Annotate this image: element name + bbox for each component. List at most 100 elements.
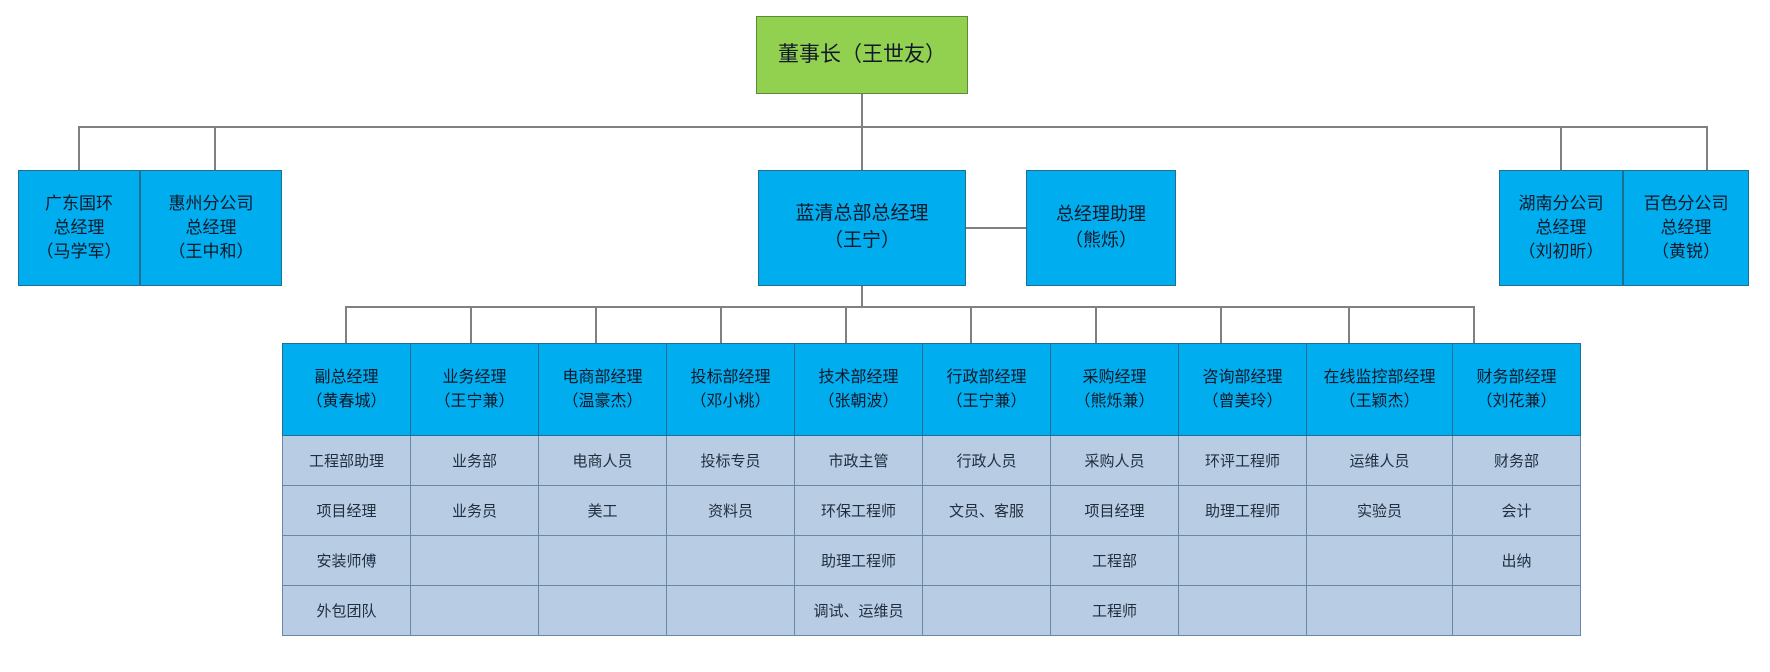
dept-header-online-monitoring[interactable]: 在线监控部经理 （王颖杰） <box>1306 343 1453 436</box>
staff-cell[interactable]: 资料员 <box>666 485 795 536</box>
staff-cell[interactable]: 业务部 <box>410 435 539 486</box>
staff-cell[interactable] <box>922 585 1051 636</box>
staff-cell[interactable] <box>410 585 539 636</box>
dept-header-role: 在线监控部经理 <box>1323 369 1436 387</box>
branch-name: （黄锐） <box>1652 242 1720 262</box>
connector-drop-huizhou <box>214 126 216 170</box>
dept-header-consulting[interactable]: 咨询部经理 （曾美玲） <box>1178 343 1307 436</box>
connector-drop-dept-6 <box>970 306 972 344</box>
staff-cell[interactable]: 实验员 <box>1306 485 1453 536</box>
dept-header-role: 技术部经理 <box>818 369 899 387</box>
node-branch-huizhou[interactable]: 惠州分公司 总经理 （王中和） <box>140 170 282 286</box>
staff-cell[interactable] <box>410 535 539 586</box>
connector-drop-dept-7 <box>1095 306 1097 344</box>
staff-cell[interactable]: 投标专员 <box>666 435 795 486</box>
dept-header-role: 电商部经理 <box>562 369 643 387</box>
staff-cell[interactable]: 采购人员 <box>1050 435 1179 486</box>
dept-header-name: （曾美玲） <box>1202 392 1283 410</box>
staff-cell[interactable] <box>538 585 667 636</box>
node-general-manager-assistant[interactable]: 总经理助理 （熊烁） <box>1026 170 1176 286</box>
staff-cell[interactable]: 财务部 <box>1452 435 1581 486</box>
node-branch-guangdong[interactable]: 广东国环 总经理 （马学军） <box>18 170 140 286</box>
staff-cell[interactable]: 助理工程师 <box>794 535 923 586</box>
staff-cell[interactable] <box>1306 535 1453 586</box>
staff-cell[interactable]: 行政人员 <box>922 435 1051 486</box>
node-hq-general-manager[interactable]: 蓝清总部总经理 （王宁） <box>758 170 966 286</box>
dept-header-bidding[interactable]: 投标部经理 （邓小桃） <box>666 343 795 436</box>
connector-drop-dept-4 <box>720 306 722 344</box>
dept-header-name: （邓小桃） <box>690 392 771 410</box>
dept-header-business[interactable]: 业务经理 （王宁兼） <box>410 343 539 436</box>
assistant-name: （熊烁） <box>1065 230 1137 250</box>
dept-header-role: 投标部经理 <box>690 369 771 387</box>
staff-cell[interactable]: 环评工程师 <box>1178 435 1307 486</box>
staff-cell[interactable]: 工程部 <box>1050 535 1179 586</box>
node-chairman[interactable]: 董事长（王世友） <box>756 16 968 94</box>
staff-cell[interactable] <box>922 535 1051 586</box>
staff-cell[interactable] <box>1178 535 1307 586</box>
dept-header-deputy-gm[interactable]: 副总经理 （黄春城） <box>282 343 411 436</box>
staff-cell[interactable] <box>1178 585 1307 636</box>
connector-drop-dept-9 <box>1348 306 1350 344</box>
branch-role: 总经理 <box>1535 217 1587 237</box>
branch-name: （王中和） <box>168 242 254 262</box>
staff-cell[interactable] <box>1306 585 1453 636</box>
branch-role: 总经理 <box>1660 217 1712 237</box>
staff-cell[interactable]: 项目经理 <box>1050 485 1179 536</box>
hq-role: 蓝清总部总经理 <box>795 203 929 225</box>
dept-header-finance[interactable]: 财务部经理 （刘花兼） <box>1452 343 1581 436</box>
dept-header-name: （刘花兼） <box>1476 392 1557 410</box>
staff-cell[interactable] <box>538 535 667 586</box>
dept-header-name: （王宁兼） <box>946 392 1027 410</box>
branch-name: （刘初昕） <box>1518 242 1604 262</box>
connector-top-bus <box>78 126 1708 128</box>
dept-header-procurement[interactable]: 采购经理 （熊烁兼） <box>1050 343 1179 436</box>
dept-header-technology[interactable]: 技术部经理 （张朝波） <box>794 343 923 436</box>
staff-cell[interactable]: 安装师傅 <box>282 535 411 586</box>
dept-header-administration[interactable]: 行政部经理 （王宁兼） <box>922 343 1051 436</box>
chairman-label: 董事长（王世友） <box>778 43 946 67</box>
staff-cell[interactable]: 调试、运维员 <box>794 585 923 636</box>
dept-header-role: 业务经理 <box>442 369 507 387</box>
branch-org: 惠州分公司 <box>168 193 254 213</box>
dept-header-name: （张朝波） <box>818 392 899 410</box>
connector-drop-guangdong <box>78 126 80 170</box>
node-branch-baise[interactable]: 百色分公司 总经理 （黄锐） <box>1623 170 1749 286</box>
staff-cell[interactable]: 项目经理 <box>282 485 411 536</box>
staff-cell[interactable]: 助理工程师 <box>1178 485 1307 536</box>
connector-drop-baise <box>1706 126 1708 170</box>
staff-cell[interactable]: 运维人员 <box>1306 435 1453 486</box>
assistant-role: 总经理助理 <box>1056 204 1146 225</box>
connector-drop-dept-1 <box>345 306 347 344</box>
table-row: 安装师傅 助理工程师 工程部 出纳 <box>282 535 1581 586</box>
dept-header-role: 副总经理 <box>314 369 379 387</box>
table-row: 工程部助理 业务部 电商人员 投标专员 市政主管 行政人员 采购人员 环评工程师… <box>282 435 1581 486</box>
table-row: 外包团队 调试、运维员 工程师 <box>282 585 1581 636</box>
staff-cell[interactable]: 电商人员 <box>538 435 667 486</box>
hq-name: （王宁） <box>823 230 900 251</box>
node-branch-hunan[interactable]: 湖南分公司 总经理 （刘初昕） <box>1499 170 1623 286</box>
staff-cell[interactable]: 市政主管 <box>794 435 923 486</box>
staff-cell[interactable]: 文员、客服 <box>922 485 1051 536</box>
department-grid: 副总经理 （黄春城） 业务经理 （王宁兼） 电商部经理 （温豪杰） 投标部经理 … <box>282 343 1581 636</box>
dept-header-role: 行政部经理 <box>946 369 1027 387</box>
staff-cell[interactable]: 会计 <box>1452 485 1581 536</box>
connector-drop-dept-3 <box>595 306 597 344</box>
dept-header-role: 采购经理 <box>1082 369 1147 387</box>
staff-cell[interactable]: 出纳 <box>1452 535 1581 586</box>
staff-cell[interactable]: 工程部助理 <box>282 435 411 486</box>
dept-header-ecommerce[interactable]: 电商部经理 （温豪杰） <box>538 343 667 436</box>
branch-org: 湖南分公司 <box>1518 193 1604 213</box>
dept-header-name: （黄春城） <box>306 392 387 410</box>
staff-cell[interactable]: 业务员 <box>410 485 539 536</box>
staff-cell[interactable] <box>666 535 795 586</box>
connector-department-bus <box>345 306 1473 308</box>
staff-cell[interactable]: 外包团队 <box>282 585 411 636</box>
staff-cell[interactable]: 工程师 <box>1050 585 1179 636</box>
staff-cell[interactable]: 环保工程师 <box>794 485 923 536</box>
staff-cell[interactable] <box>666 585 795 636</box>
connector-drop-dept-5 <box>845 306 847 344</box>
staff-cell[interactable] <box>1452 585 1581 636</box>
staff-cell[interactable]: 美工 <box>538 485 667 536</box>
dept-header-name: （王宁兼） <box>434 392 515 410</box>
